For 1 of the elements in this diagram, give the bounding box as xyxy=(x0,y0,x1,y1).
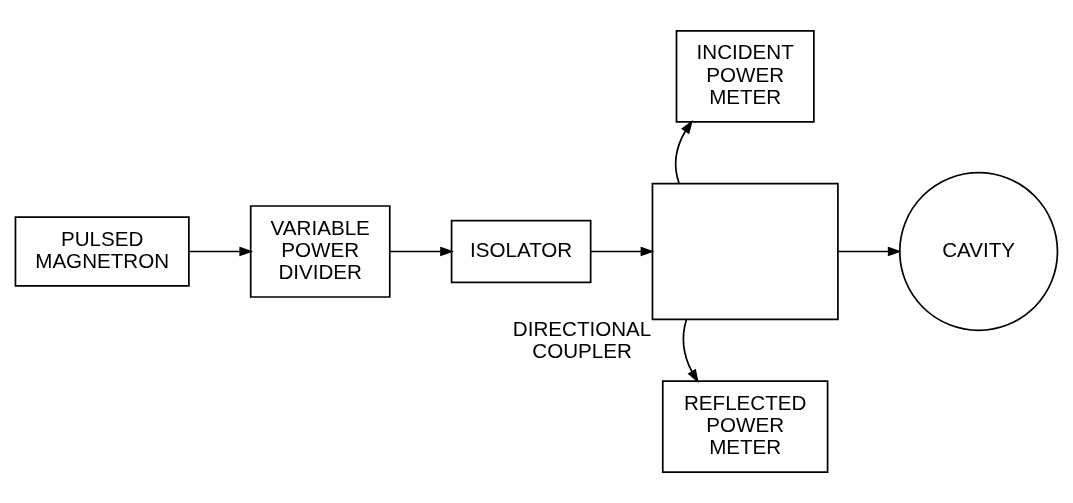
node-label: DIRECTIONAL COUPLER xyxy=(512,316,652,363)
